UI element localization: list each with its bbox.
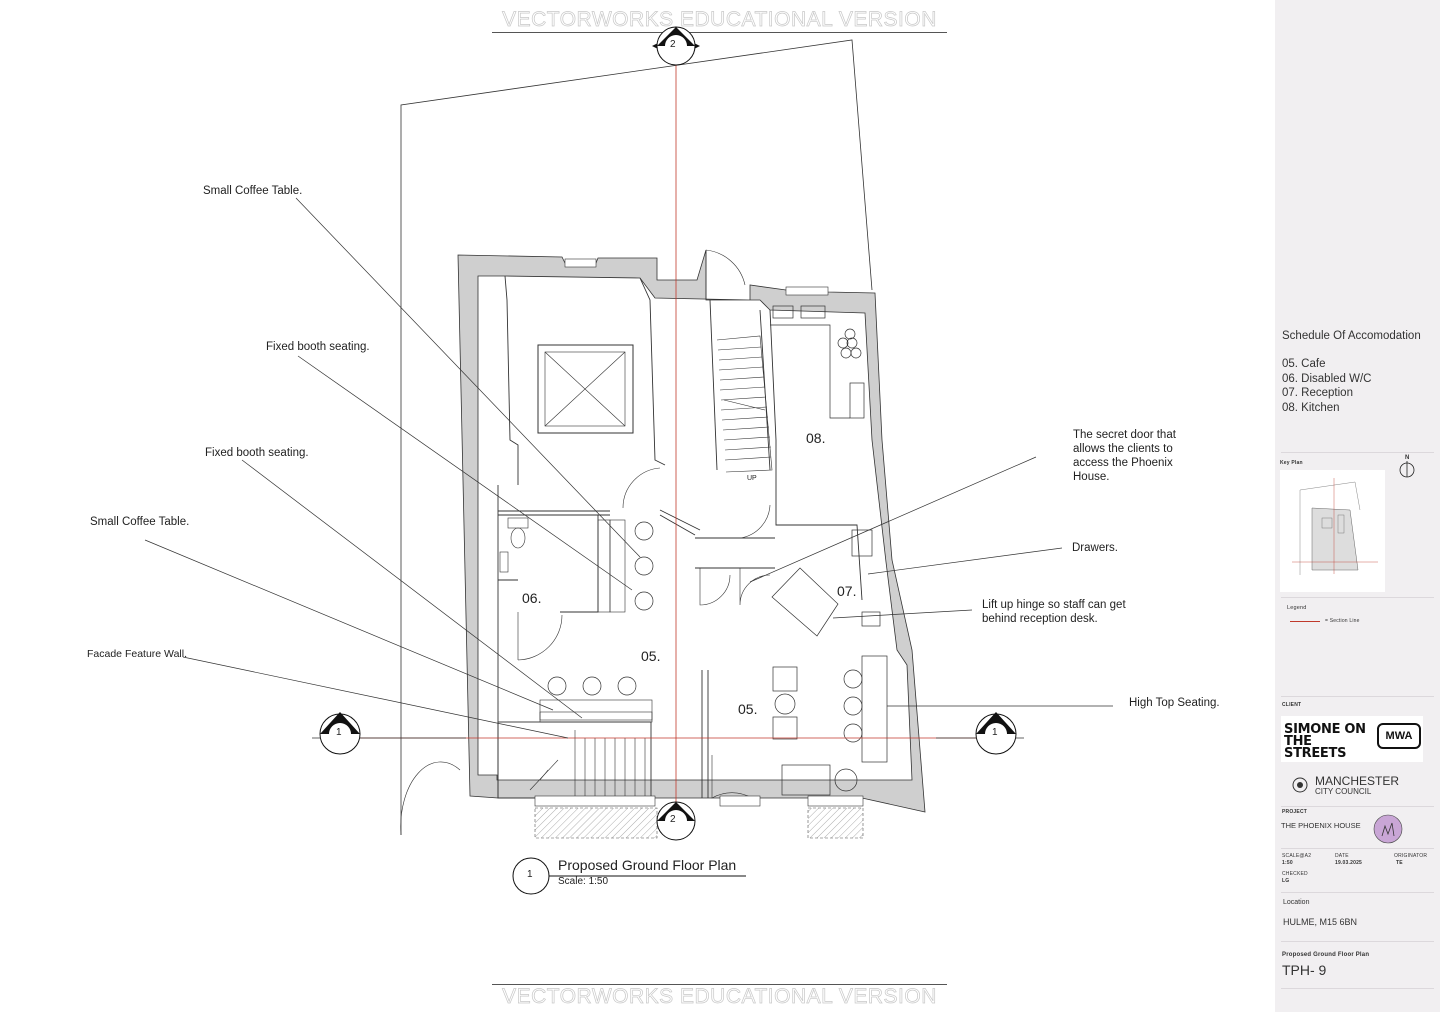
panel-divider (1281, 988, 1434, 989)
panel-divider (1281, 848, 1434, 849)
panel-divider (1281, 696, 1434, 697)
checked-label: CHECKED (1282, 871, 1308, 877)
panel-divider (1281, 892, 1434, 893)
watermark-top: VECTORWORKS EDUCATIONAL VERSION (502, 8, 937, 32)
section-marker-2-bottom (656, 801, 696, 841)
secret-door-line-2: allows the clients to (1073, 443, 1173, 455)
key-plan-label: Key Plan (1280, 460, 1303, 466)
lift-shaft (537, 344, 634, 434)
north-arrow-icon (1398, 456, 1416, 478)
north-label: N (1405, 455, 1410, 461)
meta-date-value: 19.03.2025 (1335, 860, 1363, 866)
room-label-wc: 06. (522, 590, 542, 606)
phoenix-logo-icon (1373, 814, 1403, 844)
legend-section-line-swatch (1290, 621, 1320, 622)
secret-door-line-4: House. (1073, 471, 1110, 483)
meta-scale-label: SCALE@A2 (1282, 853, 1312, 859)
section-1-left-number: 1 (336, 727, 342, 738)
project-name: THE PHOENIX HOUSE (1281, 821, 1361, 830)
project-label: PROJECT (1282, 809, 1308, 815)
panel-divider (1281, 941, 1434, 942)
annotation-small-coffee-table-1: Small Coffee Table. (203, 185, 303, 197)
legend-label: Legend (1287, 605, 1307, 611)
wc-fixtures (499, 517, 529, 573)
drawing-scale: Scale: 1:50 (558, 876, 609, 887)
meta-originator-label: ORIGINATOR (1394, 853, 1428, 859)
checked-value: LG (1282, 878, 1290, 884)
schedule-item: 07. Reception (1282, 387, 1353, 399)
lift-hinge-line-1: Lift up hinge so staff can get (982, 599, 1126, 611)
plinth-right (807, 807, 864, 839)
panel-divider (1281, 452, 1434, 453)
meta-date-label: DATE (1335, 853, 1349, 859)
section-marker-2-top (652, 26, 700, 66)
annotation-lift-hinge: Lift up hinge so staff can get behind re… (982, 598, 1126, 626)
watermark-rule-top (492, 32, 947, 33)
meta-scale-value: 1:50 (1282, 860, 1293, 866)
location-label: Location (1283, 899, 1310, 906)
exterior-wall (457, 249, 926, 813)
watermark-bottom: VECTORWORKS EDUCATIONAL VERSION (502, 985, 937, 1009)
schedule-item: 08. Kitchen (1282, 401, 1340, 414)
secret-door-line-1: The secret door that (1073, 429, 1176, 441)
client-label: CLIENT (1282, 702, 1302, 708)
annotation-drawers: Drawers. (1072, 542, 1119, 554)
high-top-seating (772, 655, 888, 796)
annotation-fixed-booth-2: Fixed booth seating. (205, 447, 309, 459)
site-boundary-arc (400, 761, 461, 836)
room-label-cafe-a: 05. (641, 648, 661, 664)
stairs-up (716, 335, 773, 473)
annotation-fixed-booth-1: Fixed booth seating. (266, 341, 370, 353)
key-plan-svg (1292, 478, 1378, 575)
secret-door-line-3: access the Phoenix (1073, 457, 1173, 469)
key-plan-thumbnail (1280, 470, 1385, 592)
title-marker-number: 1 (527, 869, 533, 880)
section-2-top-number: 2 (670, 39, 676, 50)
booth-seating (539, 519, 653, 723)
windows (534, 258, 864, 807)
plan-svg (144, 26, 1113, 895)
client-logos: SIMONE ON THE STREETS MWA (1281, 716, 1423, 762)
schedule-item: 05. Cafe (1282, 358, 1326, 370)
section-marker-1-right (975, 712, 1017, 755)
drawing-title: Proposed Ground Floor Plan (558, 857, 737, 873)
schedule-title: Schedule Of Accomodation (1282, 330, 1421, 342)
site-boundary (400, 39, 873, 835)
stair-up-label: UP (747, 475, 757, 482)
legend-item: = Section Line (1325, 618, 1360, 624)
drawing-number: TPH- 9 (1282, 962, 1327, 978)
plinth-left (534, 807, 658, 839)
floor-plan-drawing: VECTORWORKS EDUCATIONAL VERSION VECTORWO… (87, 8, 1220, 1009)
annotation-secret-door: The secret door that allows the clients … (1073, 428, 1176, 484)
location-value: HULME, M15 6BN (1283, 917, 1358, 927)
council-crest-icon (1291, 776, 1309, 794)
meta-originator-value: TE (1396, 860, 1403, 866)
drawing-title-panel: Proposed Ground Floor Plan (1282, 952, 1370, 958)
schedule-item: 06. Disabled W/C (1282, 372, 1372, 385)
kitchen-units (770, 305, 865, 419)
section-1-right-number: 1 (992, 727, 998, 738)
annotation-small-coffee-table-2: Small Coffee Table. (90, 516, 190, 528)
annotation-facade-wall: Facade Feature Wall. (87, 648, 187, 660)
room-label-cafe-b: 05. (738, 701, 758, 717)
annotation-high-top: High Top Seating. (1129, 697, 1220, 709)
reception-desk (771, 529, 881, 637)
section-2-bottom-number: 2 (670, 814, 676, 825)
room-label-kitchen: 08. (806, 430, 826, 446)
leader-lines (144, 197, 1113, 739)
lift-hinge-line-2: behind reception desk. (982, 613, 1098, 625)
watermark-rule-bottom (492, 984, 947, 985)
section-marker-1-left (319, 712, 361, 755)
council-sub: CITY COUNCIL (1315, 787, 1372, 796)
client-logo-mwa: MWA (1377, 723, 1421, 749)
panel-divider (1281, 806, 1434, 807)
coffee-tables (547, 521, 654, 696)
client-logo-simone: SIMONE ON THE STREETS (1284, 722, 1366, 761)
doors (517, 249, 771, 799)
council-name: MANCHESTER (1315, 774, 1400, 788)
schedule-list: 05. Cafe 06. Disabled W/C 07. Reception … (1282, 357, 1371, 415)
panel-divider (1281, 597, 1434, 598)
title-panel: Schedule Of Accomodation 05. Cafe 06. Di… (1275, 0, 1440, 1012)
room-label-reception: 07. (837, 583, 857, 599)
